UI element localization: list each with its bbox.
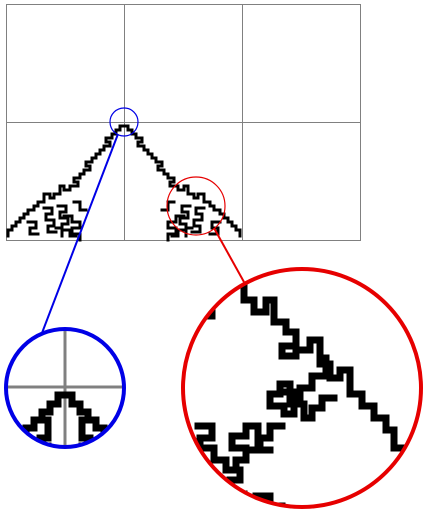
fractal-curve [6,124,242,242]
curve-left-cluster-2 [54,200,88,242]
curve-right-branch [122,124,242,238]
curve-left-branch [6,124,126,238]
inset-apex [6,329,124,447]
zoom-connector-apex [41,133,119,334]
grid [6,4,361,241]
inset-apex-border [4,327,126,449]
zoom-connector-right-branch [213,227,245,283]
zoom-marker-right-branch [166,176,226,236]
inset-apex-curve [14,391,116,447]
zoom-marker-apex [109,107,139,137]
inset-right-branch [183,269,421,507]
inset-apex-grid [6,329,124,447]
curve-left-cluster-1 [26,204,78,238]
inset-right-branch-border [181,267,423,509]
